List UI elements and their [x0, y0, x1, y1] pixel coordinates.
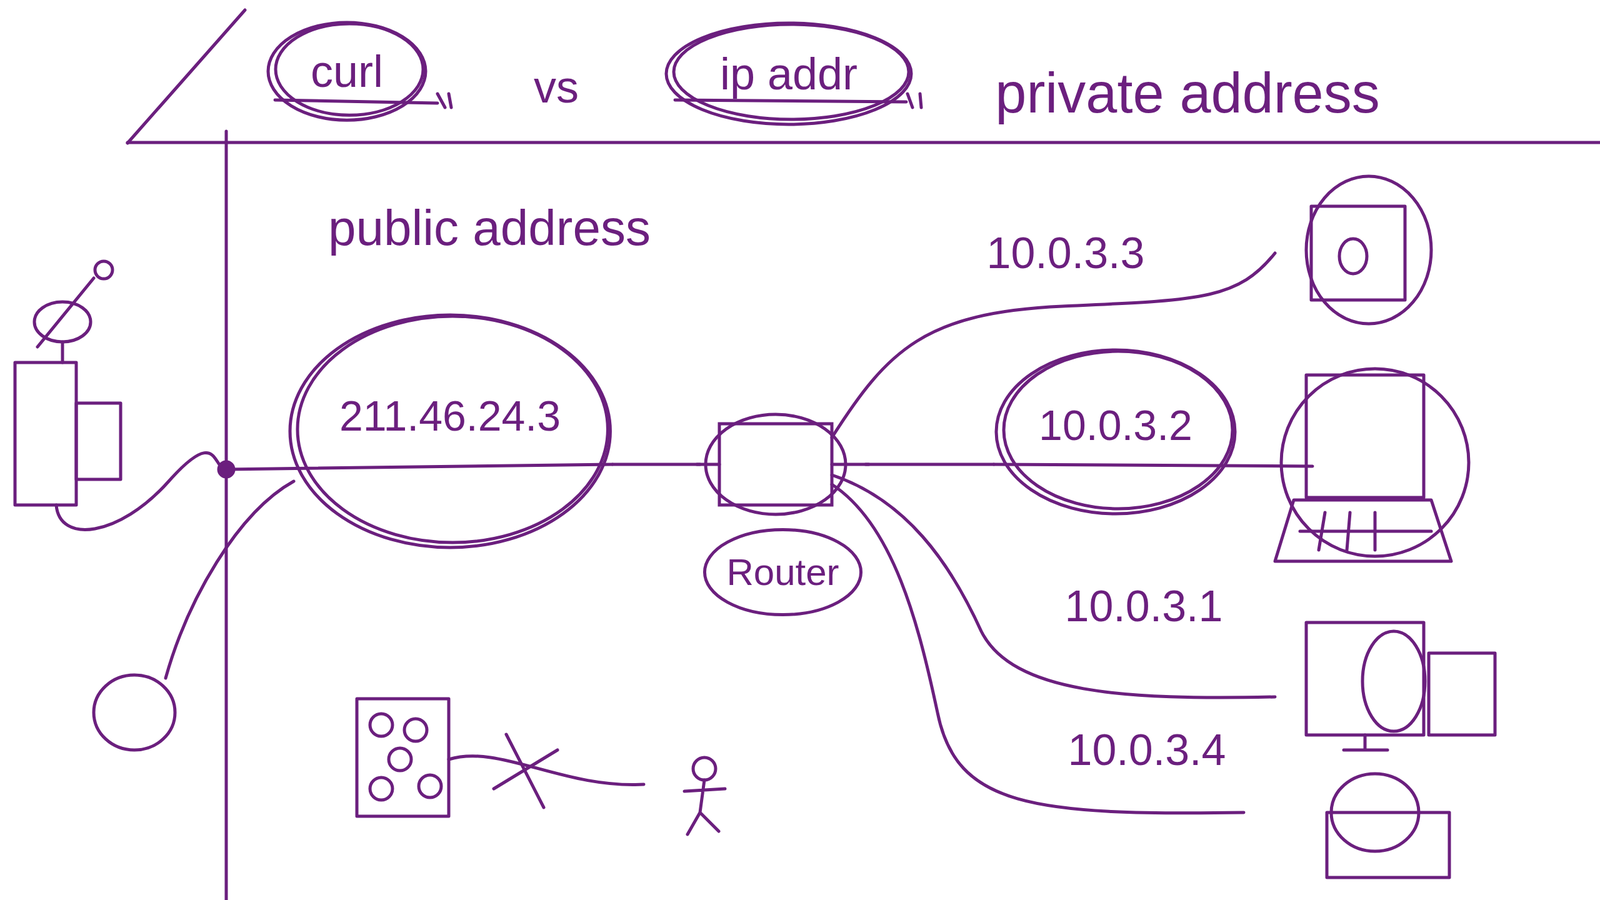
private-wire [993, 464, 1313, 467]
desktop-monitor [1306, 622, 1424, 735]
camera-body [15, 362, 77, 505]
circle-outline [704, 530, 861, 615]
person-head [693, 757, 716, 780]
person-body [684, 780, 725, 835]
camera-stalk [37, 278, 94, 347]
camera-reel [34, 301, 91, 342]
board-device [356, 698, 449, 817]
node-text: 10.0.3.2 [1038, 400, 1193, 450]
circle-outline [673, 24, 909, 120]
public-wire [226, 464, 613, 470]
board-dot [404, 718, 427, 742]
node-text: curl [310, 45, 384, 98]
circled-term: 10.0.3.2 [993, 347, 1238, 517]
board-dot [370, 713, 393, 737]
router-stub [831, 463, 869, 467]
client-wire [165, 481, 294, 679]
heading-note: private address [991, 61, 1384, 127]
circle-outline [666, 23, 912, 125]
private-wire [831, 484, 1244, 814]
device-circle [1362, 631, 1425, 732]
device-box [1326, 812, 1450, 878]
board-dot [388, 748, 412, 771]
laptop-screen [1306, 375, 1424, 498]
desktop-stand [1343, 735, 1388, 750]
router-box [719, 423, 832, 505]
device-circle [1331, 773, 1419, 852]
heading-note: vs [530, 61, 583, 114]
circle-outline [705, 414, 846, 515]
board-dot [418, 775, 442, 798]
address-label: 10.0.3.4 [1064, 725, 1230, 776]
camera-cable [56, 452, 227, 530]
private-wire [831, 475, 1275, 698]
router-node: Router [700, 409, 866, 622]
laptop-keys [1300, 512, 1432, 550]
frame-horizontal [127, 141, 1600, 145]
node-text: Router [726, 550, 839, 594]
circled-term: curl [265, 20, 429, 123]
network-link [865, 463, 994, 467]
address-label: 10.0.3.3 [983, 228, 1149, 279]
circle-outline [996, 350, 1235, 514]
circle-outline [268, 22, 426, 120]
device-circle [1281, 368, 1469, 557]
blocked-wire [448, 756, 644, 785]
device-screen [1311, 206, 1405, 300]
frame-diagonal [127, 10, 245, 144]
circle-outline [297, 316, 608, 543]
circled-term: ip addr [663, 20, 914, 127]
laptop-keyboard [1275, 500, 1452, 562]
circle-outline [290, 315, 610, 548]
circle-outline [275, 23, 424, 115]
heading-note: public address [324, 199, 655, 257]
camera-stalk [61, 341, 65, 363]
power-symbol [1339, 238, 1367, 274]
cross-mark [493, 734, 558, 808]
network-link [612, 463, 700, 467]
node-text: 211.46.24.3 [339, 391, 561, 440]
device-circle [1306, 176, 1432, 324]
client-circle [93, 675, 175, 750]
camera-lens [76, 403, 121, 480]
desktop-tower [1428, 653, 1495, 735]
node-text: ip addr [720, 48, 858, 100]
address-label: 10.0.3.1 [1061, 581, 1227, 632]
board-dot [370, 777, 393, 800]
camera-knob [95, 261, 113, 279]
circle-outline [1003, 351, 1233, 509]
circled-term: 211.46.24.3 [287, 312, 613, 550]
frame-vertical [225, 131, 229, 900]
